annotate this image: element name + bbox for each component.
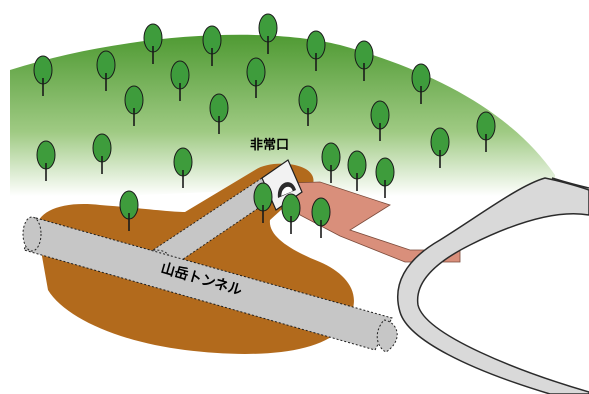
tree-icon — [347, 150, 367, 191]
main-tunnel — [22, 216, 398, 353]
tree-icon — [173, 147, 193, 188]
tree-icon — [92, 133, 112, 174]
tree-icon — [124, 85, 144, 126]
tree-icon — [375, 157, 395, 198]
tree-icon — [306, 30, 326, 71]
road — [396, 177, 589, 394]
tree-icon — [321, 142, 341, 183]
tree-icon — [253, 182, 273, 223]
tree-icon — [209, 93, 229, 134]
emergency-exit-label: 非常口 — [250, 137, 289, 153]
tree-icon — [430, 127, 450, 168]
tree-icon — [202, 25, 222, 66]
tree-icon — [476, 111, 496, 152]
tree-icon — [170, 60, 190, 101]
tree-icon — [119, 190, 139, 231]
tree-icon — [281, 193, 301, 234]
tree-icon — [246, 57, 266, 98]
tree-icon — [298, 85, 318, 126]
tree-icon — [311, 197, 331, 238]
tree-icon — [258, 13, 278, 54]
tree-icon — [370, 100, 390, 141]
tree-icon — [36, 140, 56, 181]
trees — [33, 13, 496, 238]
tree-icon — [33, 55, 53, 96]
tree-icon — [143, 23, 163, 64]
tree-icon — [354, 40, 374, 81]
tree-icon — [96, 50, 116, 91]
tree-icon — [411, 63, 431, 104]
